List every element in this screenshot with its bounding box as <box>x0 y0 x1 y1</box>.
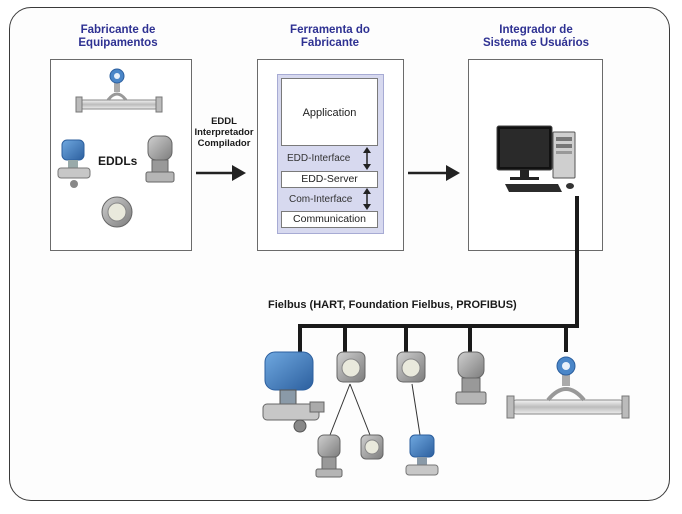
com-interface-label: Com-Interface <box>289 194 353 205</box>
arrow-eddl <box>196 165 246 181</box>
pressure-sensor-icon <box>101 196 133 228</box>
field-blue-valve-icon <box>262 351 325 433</box>
tool-title: Ferramenta do Fabricante <box>290 24 370 49</box>
sub-sensor-icon <box>360 434 384 460</box>
sub-transmitter-1-icon <box>315 434 343 478</box>
arrow-to-integrator <box>408 165 460 181</box>
com-interface-double-arrow <box>363 188 371 210</box>
edd-server-block: EDD-Server <box>281 171 378 188</box>
computer-icon <box>496 125 576 192</box>
edd-interface-label: EDD-Interface <box>287 153 351 164</box>
field-transmitter-1-icon <box>336 351 366 383</box>
sub-blue-valve-icon <box>405 434 439 476</box>
manufacturer-title: Fabricante de Equipamentos <box>78 24 158 49</box>
sub-bus-lines <box>329 383 421 436</box>
field-flowmeter-icon <box>506 356 630 419</box>
eddl-arrow-label: EDDL Interpretador Compilador <box>194 116 254 149</box>
flowmeter-icon <box>75 68 163 113</box>
edd-interface-double-arrow <box>363 147 371 170</box>
integrator-title: Integrador de Sistema e Usuários <box>482 24 590 49</box>
blue-valve-icon <box>57 139 91 188</box>
fieldbus-label: Fielbus (HART, Foundation Fielbus, PROFI… <box>268 299 517 311</box>
field-transmitter-2-icon <box>396 351 426 383</box>
fieldbus-line <box>298 196 579 360</box>
field-pressure-transmitter-icon <box>455 351 487 405</box>
grey-transmitter-icon <box>145 135 175 183</box>
eddls-label: EDDLs <box>98 154 138 168</box>
application-block: Application <box>281 78 378 146</box>
communication-block: Communication <box>281 211 378 228</box>
